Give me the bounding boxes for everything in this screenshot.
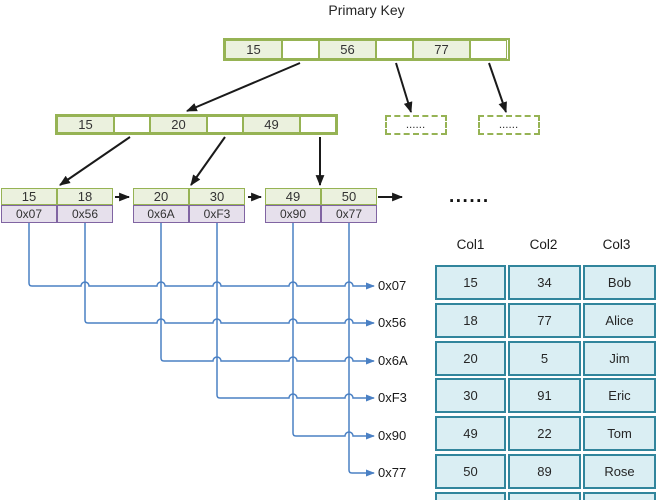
internal-pointer-cell	[114, 116, 150, 133]
table-cell: 5	[508, 340, 581, 376]
table-cell: 18	[435, 302, 506, 338]
dashed-placeholder-node: ......	[478, 115, 540, 135]
tree-edge-arrows	[59, 62, 507, 202]
leaf-key-cell: 50	[321, 188, 377, 205]
table-cell: Eric	[583, 378, 656, 414]
btree-root-node: 15 56 77	[223, 38, 510, 61]
table-cell: 22	[508, 416, 581, 452]
table-cell: 91	[508, 378, 581, 414]
leaf-pointer-cell: 0x90	[265, 205, 321, 223]
table-column-header: Col2	[529, 236, 558, 252]
record-pointer-label: 0xF3	[378, 390, 407, 405]
internal-pointer-cell	[207, 116, 243, 133]
table-cell: Bob	[583, 265, 656, 300]
table-column-header: Col1	[456, 236, 485, 252]
pointer-link-line	[28, 222, 375, 290]
leaf-key-cell: 18	[57, 188, 113, 205]
internal-pointer-cell	[300, 116, 336, 133]
root-key-cell: 56	[319, 40, 376, 59]
record-pointer-label: 0x6A	[378, 353, 408, 368]
table-cell: 34	[508, 265, 581, 300]
leaf-key-cell: 15	[1, 188, 57, 205]
pointer-link-lines	[28, 222, 375, 477]
tree-edge-arrow	[488, 62, 507, 114]
internal-key-cell: 15	[57, 116, 114, 133]
leaf-pointer-cell: 0x07	[1, 205, 57, 223]
table-cell: Tom	[583, 416, 656, 452]
leaf-key-cell: 49	[265, 188, 321, 205]
record-pointer-label: 0x07	[378, 278, 407, 293]
record-pointer-label: 0x90	[378, 428, 407, 443]
pointer-link-line	[160, 222, 375, 365]
table-header-row: Col1 Col2 Col3	[435, 234, 652, 254]
tree-edge-arrow	[59, 136, 131, 186]
table-cell: 77	[508, 302, 581, 338]
dashed-placeholder-node: ......	[385, 115, 447, 135]
pointer-link-line	[216, 222, 375, 402]
pointer-link-line	[292, 222, 375, 440]
tree-edge-arrow	[185, 62, 301, 112]
leaf-pointer-cell: 0xF3	[189, 205, 245, 223]
tree-edge-arrow	[190, 136, 226, 186]
table-row	[435, 491, 656, 500]
table-cell	[435, 491, 506, 500]
leaf-key-cell: 30	[189, 188, 245, 205]
table-cell: 49	[435, 416, 506, 452]
table-cell: 30	[435, 378, 506, 414]
table-cell: 15	[435, 265, 506, 300]
table-cell: 20	[435, 340, 506, 376]
root-key-cell: 15	[225, 40, 282, 59]
table-cell: Jim	[583, 340, 656, 376]
btree-internal-node: 15 20 49	[55, 114, 338, 135]
root-pointer-cell	[376, 40, 413, 59]
root-key-cell: 77	[413, 40, 470, 59]
internal-key-cell: 20	[150, 116, 207, 133]
pointer-link-line	[348, 222, 375, 477]
table-cell	[583, 491, 656, 500]
root-pointer-cell	[470, 40, 507, 59]
leaf-pointer-cell: 0x56	[57, 205, 113, 223]
internal-key-cell: 49	[243, 116, 300, 133]
table-cell	[508, 491, 581, 500]
table-cell: 50	[435, 454, 506, 489]
table-column-header: Col3	[602, 236, 631, 252]
leaf-pointer-cell: 0x77	[321, 205, 377, 223]
table-cell: Rose	[583, 454, 656, 489]
record-pointer-label: 0x77	[378, 465, 407, 480]
table-cell: Alice	[583, 302, 656, 338]
pointer-link-line	[84, 222, 375, 327]
leaf-pointer-cell: 0x6A	[133, 205, 189, 223]
record-pointer-label: 0x56	[378, 315, 407, 330]
tree-edge-arrow	[395, 62, 413, 114]
root-pointer-cell	[282, 40, 319, 59]
leaf-chain-ellipsis: ......	[449, 186, 490, 207]
leaf-key-cell: 20	[133, 188, 189, 205]
diagram-title: Primary Key	[328, 2, 405, 18]
table-cell: 89	[508, 454, 581, 489]
